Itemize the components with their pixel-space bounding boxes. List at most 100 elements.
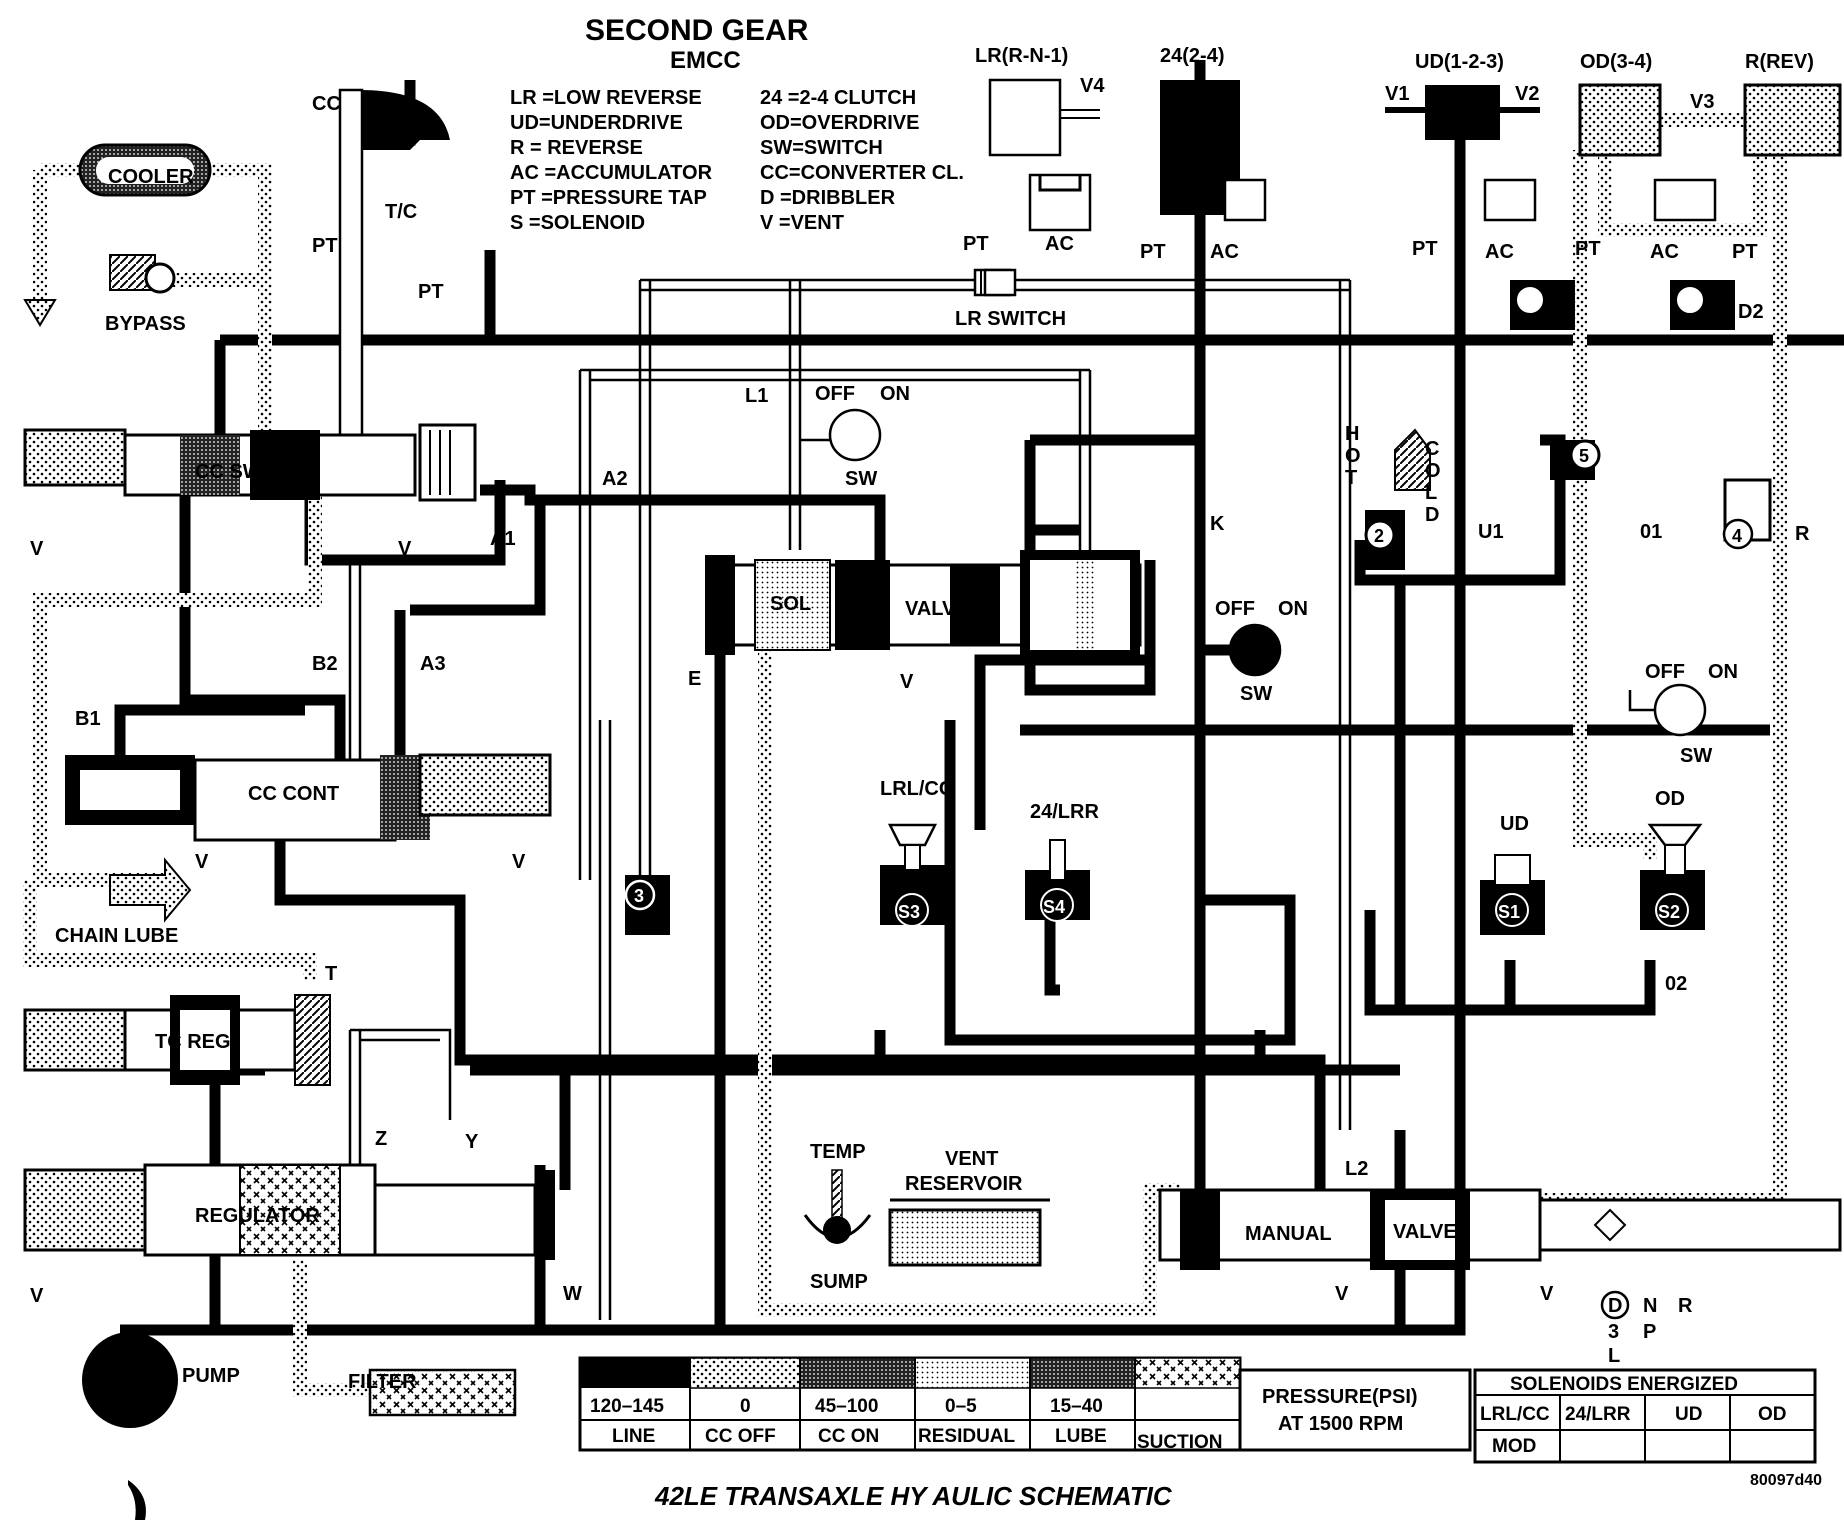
label-bypass: BYPASS bbox=[105, 313, 186, 335]
label-chain-lube: CHAIN LUBE bbox=[55, 925, 178, 947]
o2-label: 02 bbox=[1665, 973, 1687, 995]
label-filter: FILTER bbox=[348, 1371, 417, 1393]
label-tc-reg: TC REG bbox=[155, 1031, 231, 1053]
footer-title: 42LE TRANSAXLE HY AULIC SCHEMATIC bbox=[654, 1481, 1173, 1511]
label-temp: TEMP bbox=[810, 1141, 866, 1163]
pressure-caption-1: PRESSURE(PSI) bbox=[1262, 1386, 1418, 1408]
abbrev-cc: CC=CONVERTER CL. bbox=[760, 162, 964, 184]
manual-valve bbox=[1158, 1188, 1842, 1270]
legend-value-lube: 15–40 bbox=[1050, 1396, 1103, 1417]
legend-name-line: LINE bbox=[612, 1426, 655, 1447]
pt-label: PT bbox=[418, 281, 444, 303]
gear-3: 3 bbox=[1608, 1321, 1619, 1343]
b1-label: B1 bbox=[75, 708, 101, 730]
label-sol-od: OD bbox=[1655, 788, 1685, 810]
d1-label: D1 bbox=[1545, 301, 1571, 323]
label-off-2: OFF bbox=[1215, 598, 1255, 620]
pt-label: PT bbox=[1732, 241, 1758, 263]
pt-label: PT bbox=[1575, 238, 1601, 260]
solenoid-switch-valve bbox=[705, 550, 1142, 660]
vent-label: V bbox=[30, 538, 44, 560]
tc-regulator-valve bbox=[23, 994, 331, 1086]
solenoid-s1 bbox=[1480, 854, 1545, 935]
abbrev-24: 24 =2-4 CLUTCH bbox=[760, 87, 916, 109]
torque-converter bbox=[338, 88, 450, 472]
vent-label: V bbox=[1540, 1283, 1554, 1305]
z-label: Z bbox=[375, 1128, 387, 1150]
legend-name-cc-on: CC ON bbox=[818, 1426, 879, 1447]
label-24-clutch: 24(2-4) bbox=[1160, 45, 1224, 67]
pt-label: PT bbox=[1412, 238, 1438, 260]
label-lr-clutch: LR(R-N-1) bbox=[975, 45, 1068, 67]
a2-label: A2 bbox=[602, 468, 628, 490]
pt-label: PT bbox=[1140, 241, 1166, 263]
abbrev-r: R = REVERSE bbox=[510, 137, 643, 159]
solenoids-energized-table: SOLENOIDS ENERGIZED LRL/CC 24/LRR UD OD … bbox=[1473, 1368, 1817, 1464]
titles: SECOND GEAR EMCC bbox=[585, 14, 809, 74]
switch-gauges bbox=[828, 408, 1707, 737]
component-labels: COOLER BYPASS CC T/C CC SWITCH CC CONT C… bbox=[55, 93, 1738, 1393]
vent-label: V bbox=[195, 851, 209, 873]
vent-reservoir bbox=[888, 1198, 1050, 1267]
l2-label: L2 bbox=[1345, 1158, 1368, 1180]
page-title: SECOND GEAR bbox=[585, 14, 809, 47]
filter bbox=[368, 1368, 517, 1417]
label-v3: V3 bbox=[1690, 91, 1714, 113]
label-manual: MANUAL bbox=[1245, 1223, 1332, 1245]
pt-label: PT bbox=[312, 235, 338, 257]
label-reservoir: RESERVOIR bbox=[905, 1173, 1023, 1195]
ac-label: AC bbox=[1045, 233, 1074, 255]
a3-label: A3 bbox=[420, 653, 446, 675]
label-s2: S2 bbox=[1658, 902, 1680, 922]
abbrev-od: OD=OVERDRIVE bbox=[760, 112, 919, 134]
label-s4: S4 bbox=[1043, 897, 1065, 917]
solenoid-s2 bbox=[1640, 823, 1705, 930]
legend-name-lube: LUBE bbox=[1055, 1426, 1107, 1447]
t-label: T bbox=[325, 963, 337, 985]
legend-value-cc-off: 0 bbox=[740, 1396, 751, 1417]
label-on-3: ON bbox=[1708, 661, 1738, 683]
l1-label: L1 bbox=[745, 385, 768, 407]
label-off-1: OFF bbox=[815, 383, 855, 405]
solenoid-col-ud: UD bbox=[1675, 1404, 1702, 1425]
pump bbox=[82, 1332, 178, 1428]
label-sw-1: SW bbox=[845, 468, 877, 490]
ac-label: AC bbox=[1210, 241, 1239, 263]
ac-label: AC bbox=[1650, 241, 1679, 263]
label-manual-valve: VALVE bbox=[1393, 1221, 1457, 1243]
gear-p: P bbox=[1643, 1321, 1656, 1343]
check-ball-2: 2 bbox=[1374, 526, 1384, 546]
solenoid-col-od: OD bbox=[1758, 1404, 1787, 1425]
check-ball-3: 3 bbox=[634, 886, 644, 906]
solenoid-row-mod: MOD bbox=[1492, 1436, 1536, 1457]
k-label: K bbox=[1210, 513, 1225, 535]
label-rev-clutch: R(REV) bbox=[1745, 51, 1814, 73]
passage-labels: PT PT PT AC PT AC PT AC PT AC PT A1 A2 A… bbox=[30, 233, 1810, 1307]
gear-selector: D 3 L N P R bbox=[1600, 1290, 1693, 1367]
legend-value-cc-on: 45–100 bbox=[815, 1396, 878, 1417]
ud-clutch-actuator bbox=[1385, 85, 1575, 330]
regulator-valve bbox=[23, 1163, 555, 1260]
solenoid-s3 bbox=[880, 823, 945, 927]
cc-control-valve bbox=[65, 753, 552, 842]
figure-id: 80097d40 bbox=[1750, 1472, 1822, 1489]
label-vent: VENT bbox=[945, 1148, 998, 1170]
page-subtitle: EMCC bbox=[670, 47, 741, 74]
bypass-valve bbox=[109, 254, 176, 294]
label-cc-cont: CC CONT bbox=[248, 783, 339, 805]
abbrev-v: V =VENT bbox=[760, 212, 844, 234]
vent-label: V bbox=[1335, 1283, 1349, 1305]
label-s3: S3 bbox=[898, 902, 920, 922]
label-sump: SUMP bbox=[810, 1271, 868, 1293]
solenoid-table-header: SOLENOIDS ENERGIZED bbox=[1510, 1374, 1738, 1395]
corner-mark bbox=[128, 1480, 146, 1520]
vent-label: V bbox=[30, 1285, 44, 1307]
label-sw-3: SW bbox=[1680, 745, 1712, 767]
e-label: E bbox=[688, 668, 701, 690]
legend-value-line: 120–145 bbox=[590, 1396, 664, 1417]
label-cooler: COOLER bbox=[108, 166, 194, 188]
u1-label: U1 bbox=[1478, 521, 1504, 543]
gear-r: R bbox=[1678, 1295, 1693, 1317]
abbrev-sw: SW=SWITCH bbox=[760, 137, 883, 159]
